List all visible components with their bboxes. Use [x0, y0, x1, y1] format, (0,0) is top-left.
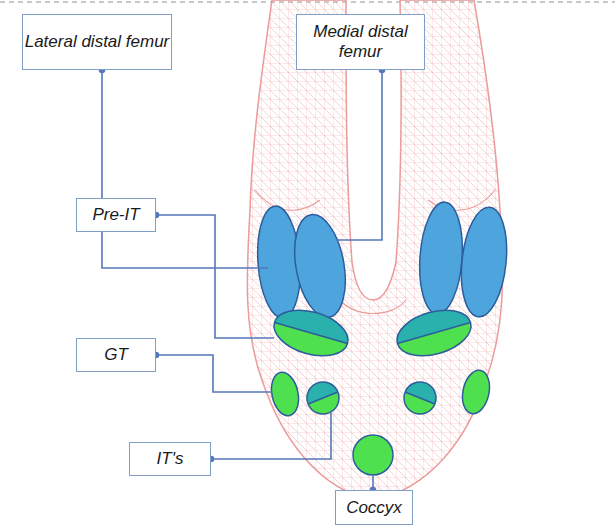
pressure-zone [399, 377, 441, 419]
label-text: Coccyx [346, 498, 402, 518]
label-box: Coccyx [335, 490, 413, 525]
pressure-zone [287, 211, 352, 322]
pressure-zone [459, 368, 494, 416]
label-box: Medial distal femur [296, 14, 425, 70]
pressure-zone [269, 302, 354, 363]
pressure-zone [392, 302, 477, 363]
pressure-zone [302, 377, 344, 419]
label-box: IT's [129, 442, 211, 476]
leader-line [156, 355, 272, 392]
label-text: Pre-IT [92, 205, 139, 225]
pressure-zone [416, 201, 466, 316]
leader-line [336, 70, 382, 240]
label-text: GT [104, 345, 128, 365]
label-box: Pre-IT [76, 198, 156, 232]
label-text: Medial distal femur [297, 22, 424, 62]
pressure-zone [268, 370, 303, 418]
label-text: IT's [157, 449, 184, 469]
pressure-zone [456, 205, 511, 319]
pressure-zone [353, 435, 393, 475]
label-text: Lateral distal femur [25, 32, 170, 52]
leader-line [211, 413, 331, 459]
label-box: Lateral distal femur [22, 14, 172, 70]
leader-line [156, 215, 274, 338]
label-box: GT [76, 338, 156, 372]
leader-line [102, 70, 268, 268]
